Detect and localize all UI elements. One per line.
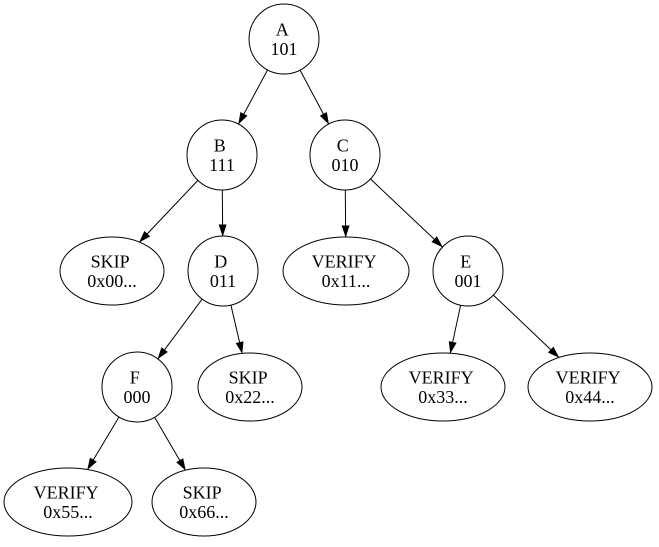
edge-f-skip66 bbox=[155, 417, 186, 470]
edge-e-verify33 bbox=[450, 305, 460, 353]
node-skip00-label: SKIP 0x00... bbox=[87, 252, 137, 292]
edge-f-verify55 bbox=[88, 417, 120, 470]
node-a: A 101 bbox=[249, 4, 319, 74]
node-verify33: VERIFY 0x33... bbox=[381, 353, 505, 421]
edge-d-skip22 bbox=[231, 305, 242, 353]
node-verify11: VERIFY 0x11... bbox=[283, 237, 409, 305]
edge-d-f bbox=[158, 299, 202, 359]
node-skip66: SKIP 0x66... bbox=[152, 468, 256, 536]
node-verify55-label: VERIFY 0x55... bbox=[34, 483, 103, 523]
node-verify11-label: VERIFY 0x11... bbox=[312, 252, 381, 292]
node-skip22-label: SKIP 0x22... bbox=[225, 368, 275, 408]
node-skip00: SKIP 0x00... bbox=[60, 237, 164, 305]
node-verify44-label: VERIFY 0x44... bbox=[556, 368, 625, 408]
node-verify33-label: VERIFY 0x33... bbox=[409, 368, 478, 408]
node-d: D 011 bbox=[188, 236, 258, 306]
node-verify44: VERIFY 0x44... bbox=[528, 353, 652, 421]
edge-a-b bbox=[239, 70, 268, 124]
node-skip66-label: SKIP 0x66... bbox=[179, 483, 229, 523]
edge-b-skip00 bbox=[139, 180, 198, 242]
edge-c-e bbox=[371, 179, 443, 247]
node-f: F 000 bbox=[102, 352, 172, 422]
node-b: B 111 bbox=[187, 120, 257, 190]
edge-e-verify44 bbox=[493, 295, 559, 357]
node-verify55: VERIFY 0x55... bbox=[4, 468, 132, 536]
node-c: C 010 bbox=[310, 120, 380, 190]
edge-a-c bbox=[300, 70, 329, 124]
nodes-layer: A 101 B 111 C 010 SKIP 0x00... bbox=[4, 4, 652, 536]
node-skip22: SKIP 0x22... bbox=[198, 353, 302, 421]
node-e: E 001 bbox=[433, 236, 503, 306]
